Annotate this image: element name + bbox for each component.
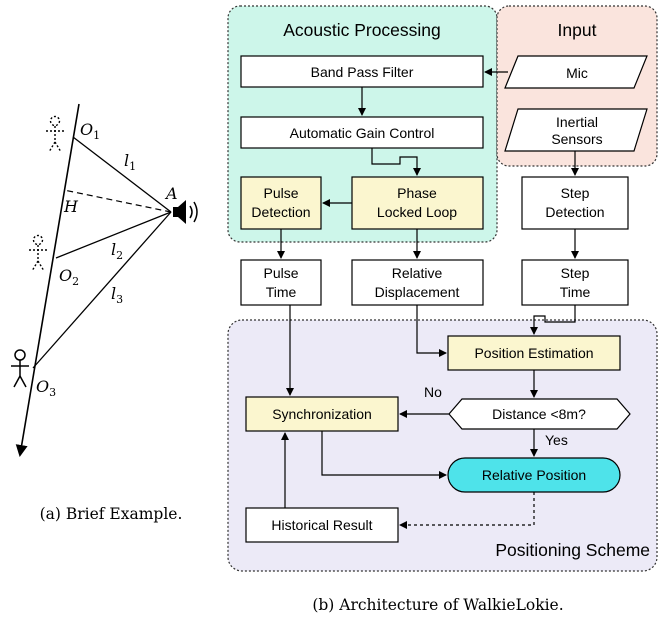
synchronization-label: Synchronization <box>272 406 372 422</box>
mic-input <box>504 55 648 89</box>
label-l3: l3 <box>111 284 123 306</box>
label-o3: O3 <box>36 377 56 399</box>
inertial-sensors-label-2: Sensors <box>551 131 602 147</box>
step-time-label-2: Time <box>560 284 591 300</box>
arrow-agc-pll <box>371 148 421 176</box>
step-detection-label-2: Detection <box>545 204 604 220</box>
relative-position-label: Relative Position <box>482 467 586 483</box>
inertial-sensors-label-1: Inertial <box>556 114 598 130</box>
phase-locked-loop-box <box>351 176 484 230</box>
step-time-box <box>521 259 629 306</box>
caption-b: (b) Architecture of WalkieLokie. <box>312 596 563 614</box>
phase-locked-loop-label-1: Phase <box>397 185 437 201</box>
pulse-detection-label-2: Detection <box>251 204 310 220</box>
position-estimation-box <box>447 335 621 371</box>
label-l2: l2 <box>111 240 123 262</box>
arrow-displacement-position-estimation <box>416 305 447 357</box>
no-label: No <box>424 384 442 400</box>
step-detection-label-1: Step <box>561 185 590 201</box>
relative-displacement-label-2: Displacement <box>375 284 460 300</box>
acoustic-processing-title: Acoustic Processing <box>283 20 441 40</box>
distance-decision-label: Distance <8m? <box>492 406 586 422</box>
label-o1: O1 <box>80 120 100 142</box>
step-time-label-1: Step <box>561 265 590 281</box>
trajectory-arrow <box>15 103 80 457</box>
perpendicular-h <box>63 189 172 213</box>
synchronization-box <box>245 396 399 432</box>
brief-example-diagram: O1 O2 O3 A H l1 l2 l3 (a) Brief Example. <box>11 103 198 523</box>
person-icon-o3 <box>11 349 29 388</box>
caption-a: (a) Brief Example. <box>40 505 183 523</box>
band-pass-filter-label: Band Pass Filter <box>311 64 414 80</box>
mic-label: Mic <box>566 65 588 81</box>
speaker-icon <box>173 200 198 224</box>
historical-result-box <box>245 507 399 543</box>
pulse-time-label-1: Pulse <box>263 265 298 281</box>
input-title: Input <box>558 20 597 40</box>
pulse-detection-box <box>240 176 322 230</box>
arrow-relative-position-historical <box>399 492 535 529</box>
pulse-time-label-2: Time <box>266 284 297 300</box>
pulse-time-box <box>240 259 322 306</box>
label-a: A <box>164 184 178 203</box>
arrow-sync-relative-position <box>321 431 447 479</box>
architecture-diagram: Acoustic Processing Input Positioning Sc… <box>227 5 658 614</box>
label-l1: l1 <box>124 151 136 173</box>
yes-label: Yes <box>545 432 568 448</box>
segment-l2 <box>55 211 172 259</box>
segment-l1 <box>72 136 172 213</box>
relative-displacement-label-1: Relative <box>392 265 443 281</box>
position-estimation-label: Position Estimation <box>474 345 593 361</box>
arrow-step-time-position-estimation <box>530 305 576 335</box>
pulse-detection-label-1: Pulse <box>263 185 298 201</box>
label-o2: O2 <box>59 266 79 288</box>
person-icon-o1 <box>46 115 64 153</box>
label-h: H <box>63 197 79 216</box>
positioning-scheme-title: Positioning Scheme <box>495 540 650 560</box>
step-detection-box <box>521 176 629 230</box>
phase-locked-loop-label-2: Locked Loop <box>377 204 457 220</box>
person-icon-o2 <box>29 234 47 272</box>
automatic-gain-control-label: Automatic Gain Control <box>290 125 435 141</box>
inertial-sensors-input <box>504 108 648 152</box>
segment-l3 <box>32 211 172 369</box>
relative-displacement-box <box>351 259 484 306</box>
historical-result-label: Historical Result <box>271 517 372 533</box>
band-pass-filter-box <box>240 55 484 88</box>
automatic-gain-control-box <box>240 116 484 149</box>
